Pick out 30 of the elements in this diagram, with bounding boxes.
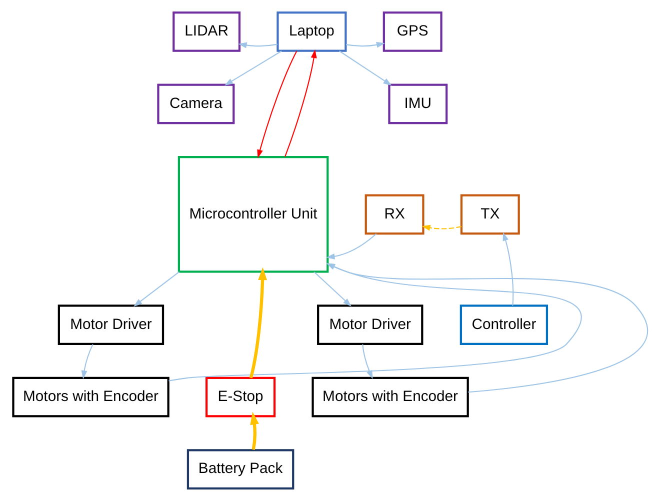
node-box: Microcontroller Unit [178, 156, 329, 273]
node-box: RX [364, 194, 424, 235]
node-box: Motors with Encoder [312, 376, 469, 418]
node-box: Battery Pack [186, 449, 294, 490]
arrow [81, 344, 94, 380]
arrow [134, 271, 180, 307]
node-box: Motor Driver [58, 304, 164, 346]
arrow [314, 271, 352, 306]
node-box: Motor Driver [317, 304, 424, 346]
arrow [326, 233, 377, 260]
node-box: Camera [157, 84, 235, 124]
arrow [339, 50, 392, 86]
arrow [238, 42, 278, 48]
node-box: LIDAR [172, 12, 241, 52]
node-box: E-Stop [206, 376, 276, 418]
arrow [249, 267, 268, 378]
arrow [257, 50, 298, 158]
arrow [346, 42, 386, 48]
node-box: Laptop [276, 12, 347, 52]
node-box: Motors with Encoder [12, 376, 170, 418]
node-box: GPS [382, 12, 442, 52]
arrow [362, 344, 373, 379]
arrow [250, 412, 259, 450]
node-box: IMU [388, 84, 448, 124]
arrow [422, 224, 462, 231]
arrow [284, 49, 317, 157]
arrow [502, 232, 514, 306]
node-box: Controller [460, 304, 548, 346]
node-box: TX [460, 194, 520, 235]
arrow [224, 50, 282, 86]
